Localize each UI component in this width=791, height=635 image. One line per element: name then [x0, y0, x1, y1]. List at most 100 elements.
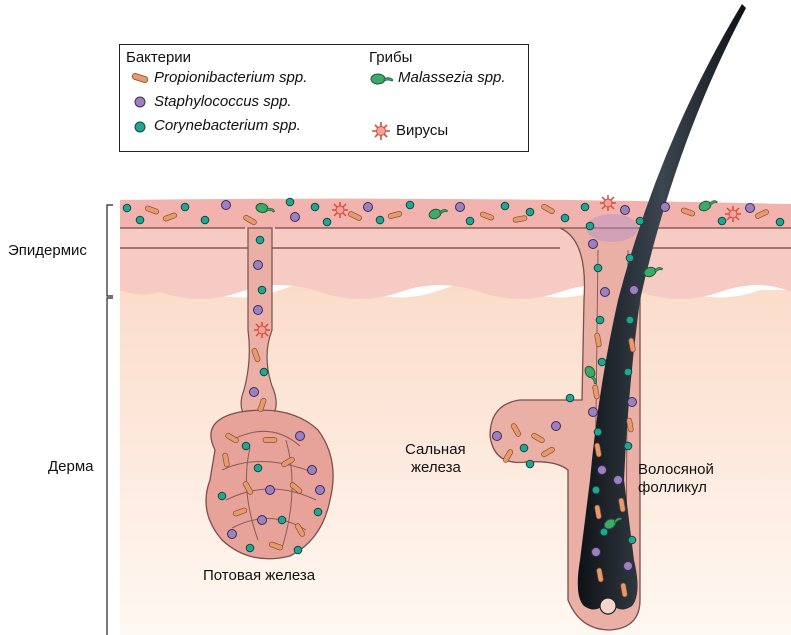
corynebacterium-cell — [242, 442, 250, 450]
staphylococcus-cell — [621, 206, 630, 215]
corynebacterium-cell — [256, 236, 264, 244]
staphylococcus-cell — [308, 466, 317, 475]
corynebacterium-cell — [294, 546, 302, 554]
corynebacterium-cell — [718, 217, 726, 225]
legend-fungi-heading: Грибы — [369, 49, 412, 66]
corynebacterium-cell — [254, 464, 262, 472]
corynebacterium-cell — [201, 216, 209, 224]
corynebacterium-cell — [624, 442, 632, 450]
staphylococcus-cell — [266, 486, 275, 495]
corynebacterium-cell — [311, 203, 319, 211]
corynebacterium-cell — [600, 528, 608, 536]
corynebacterium-cell — [258, 286, 266, 294]
corynebacterium-cell — [626, 316, 634, 324]
hair-follicle-label: Волосяной фолликул — [638, 461, 714, 497]
hair-follicle-label-line1: Волосяной — [638, 461, 714, 479]
malassezia-icon — [369, 71, 395, 87]
corynebacterium-cell — [286, 198, 294, 206]
virus-particle — [725, 206, 741, 222]
legend-bacteria-heading: Бактерии — [126, 49, 191, 66]
staphylococcus-cell — [493, 432, 502, 441]
sebaceous-gland-label: Сальная железа — [405, 441, 466, 477]
staphylococcus-cell — [592, 548, 601, 557]
corynebacterium-cell — [123, 204, 131, 212]
corynebacterium-cell — [406, 201, 414, 209]
sweat-gland-coil — [206, 410, 333, 559]
corynebacterium-cell — [594, 264, 602, 272]
corynebacterium-cell — [278, 516, 286, 524]
corynebacterium-cell — [260, 368, 268, 376]
staphylococcus-cell — [291, 213, 300, 222]
corynebacterium-cell — [246, 544, 254, 552]
staphylococcus-cell — [250, 388, 259, 397]
corynebacterium-cell — [594, 428, 602, 436]
legend-box: Бактерии Грибы Propionibacterium spp. St… — [119, 44, 529, 152]
corynebacterium-cell — [626, 254, 634, 262]
corynebacterium-cell — [581, 203, 589, 211]
staphylococcus-cell — [589, 408, 598, 417]
staphylococcus-cell — [456, 203, 465, 212]
corynebacterium-cell — [181, 203, 189, 211]
staphylococcus-cell — [254, 261, 263, 270]
corynebacterium-cell — [136, 216, 144, 224]
staphylococcus-cell — [364, 203, 373, 212]
legend-corynebacterium-label: Corynebacterium spp. — [154, 117, 301, 134]
staphylococcus-cell — [254, 306, 263, 315]
legend-staphylococcus-label: Staphylococcus spp. — [154, 93, 292, 110]
staphylococcus-cell — [614, 476, 623, 485]
hair-bulb-papilla — [600, 598, 616, 614]
sebaceous-gland-label-line2: железа — [405, 459, 466, 477]
virus-particle — [600, 195, 616, 211]
corynebacterium-cell — [526, 460, 534, 468]
epidermis-label: Эпидермис — [8, 242, 87, 259]
corynebacterium-cell — [376, 216, 384, 224]
sebaceous-gland-label-line1: Сальная — [405, 441, 466, 459]
corynebacterium-cell — [218, 492, 226, 500]
corynebacterium-icon — [132, 120, 148, 134]
staphylococcus-cell — [746, 204, 755, 213]
staphylococcus-icon — [132, 95, 148, 109]
propionibacterium-cell — [263, 438, 277, 443]
staphylococcus-cell — [624, 562, 633, 571]
dermis-label: Дерма — [48, 458, 94, 475]
corynebacterium-cell — [314, 508, 322, 516]
staphylococcus-cell — [316, 486, 325, 495]
corynebacterium-cell — [561, 214, 569, 222]
legend-propionibacterium-label: Propionibacterium spp. — [154, 69, 307, 86]
corynebacterium-cell — [596, 316, 604, 324]
legend-viruses-label: Вирусы — [396, 122, 448, 139]
staphylococcus-cell — [661, 203, 670, 212]
virus-particle — [254, 322, 270, 338]
corynebacterium-cell — [776, 218, 784, 226]
epidermis-bracket — [107, 205, 113, 296]
corynebacterium-cell — [466, 217, 474, 225]
corynebacterium-cell — [323, 218, 331, 226]
dermis-bracket — [107, 298, 113, 635]
staphylococcus-cell — [630, 286, 639, 295]
corynebacterium-cell — [636, 217, 644, 225]
corynebacterium-cell — [566, 394, 574, 402]
staphylococcus-cell — [628, 398, 637, 407]
corynebacterium-cell — [624, 368, 632, 376]
corynebacterium-cell — [520, 444, 528, 452]
propionibacterium-icon — [130, 72, 150, 84]
corynebacterium-cell — [586, 222, 594, 230]
staphylococcus-cell — [228, 530, 237, 539]
legend-malassezia-label: Malassezia spp. — [398, 69, 506, 86]
staphylococcus-cell — [601, 288, 610, 297]
virus-icon — [371, 121, 391, 141]
corynebacterium-cell — [501, 202, 509, 210]
corynebacterium-cell — [628, 536, 636, 544]
sweat-gland-label: Потовая железа — [203, 567, 315, 585]
staphylococcus-cell — [222, 201, 231, 210]
staphylococcus-cell — [598, 466, 607, 475]
staphylococcus-cell — [296, 432, 305, 441]
hair-follicle-label-line2: фолликул — [638, 479, 714, 497]
corynebacterium-cell — [592, 486, 600, 494]
corynebacterium-cell — [526, 208, 534, 216]
staphylococcus-cell — [258, 516, 267, 525]
corynebacterium-cell — [598, 358, 606, 366]
virus-particle — [332, 202, 348, 218]
staphylococcus-cell — [589, 240, 598, 249]
staphylococcus-cell — [552, 422, 561, 431]
